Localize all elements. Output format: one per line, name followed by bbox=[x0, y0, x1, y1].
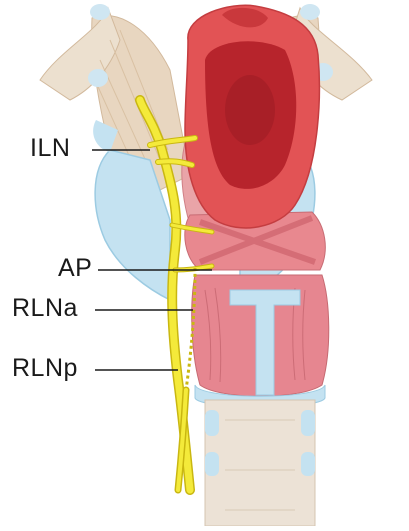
trachea bbox=[205, 400, 315, 526]
label-rlnp: RLNp bbox=[12, 356, 78, 381]
label-rlna: RLNa bbox=[12, 296, 78, 321]
label-iln: ILN bbox=[30, 136, 70, 161]
epiglottis bbox=[185, 5, 319, 228]
label-ap: AP bbox=[58, 256, 92, 281]
